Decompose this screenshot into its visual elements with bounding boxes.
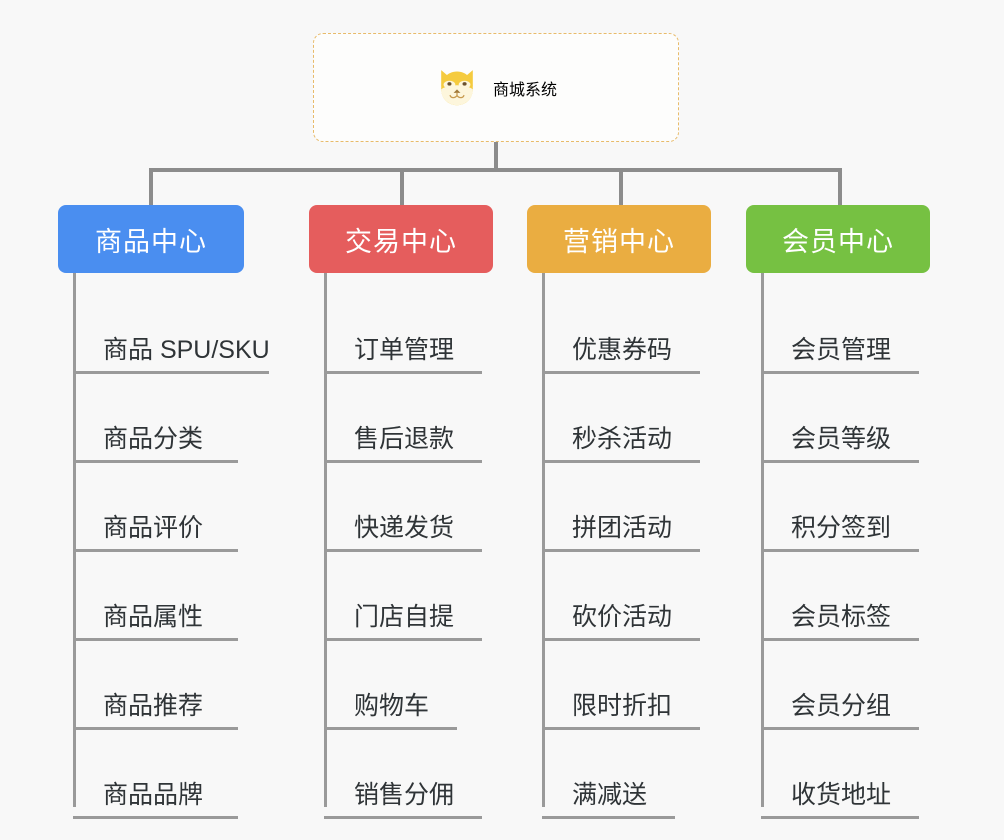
leaf-item[interactable]: 会员标签 bbox=[761, 552, 919, 641]
leaf-item[interactable]: 拼团活动 bbox=[542, 463, 700, 552]
column-member-center: 会员中心 会员管理 会员等级 积分签到 会员标签 会员分组 收货地址 bbox=[746, 205, 930, 819]
leaf-item[interactable]: 砍价活动 bbox=[542, 552, 700, 641]
leaf-label: 商品分类 bbox=[103, 425, 204, 454]
leaf-label: 限时折扣 bbox=[572, 692, 673, 721]
category-label: 商品中心 bbox=[95, 226, 207, 257]
leaf-spine bbox=[73, 273, 76, 807]
leaf-item[interactable]: 商品推荐 bbox=[73, 641, 238, 730]
connector-drop-trade-center bbox=[400, 168, 404, 208]
leaf-label: 会员分组 bbox=[791, 692, 892, 721]
leaf-label: 商品 SPU/SKU bbox=[103, 336, 270, 365]
leaf-list-product-center: 商品 SPU/SKU 商品分类 商品评价 商品属性 商品推荐 商品品牌 bbox=[73, 273, 270, 819]
leaf-item[interactable]: 优惠券码 bbox=[542, 285, 700, 374]
leaf-label: 订单管理 bbox=[354, 336, 455, 365]
leaf-label: 会员等级 bbox=[791, 425, 892, 454]
category-label: 营销中心 bbox=[563, 226, 675, 257]
leaf-item[interactable]: 会员分组 bbox=[761, 641, 919, 730]
leaf-label: 商品推荐 bbox=[103, 692, 204, 721]
leaf-item[interactable]: 商品 SPU/SKU bbox=[73, 285, 270, 374]
category-label: 会员中心 bbox=[782, 226, 894, 257]
leaf-item[interactable]: 售后退款 bbox=[324, 374, 482, 463]
leaf-item[interactable]: 商品品牌 bbox=[73, 730, 238, 819]
leaf-label: 拼团活动 bbox=[572, 514, 673, 543]
connector-drop-marketing-center bbox=[619, 168, 623, 208]
leaf-list-member-center: 会员管理 会员等级 积分签到 会员标签 会员分组 收货地址 bbox=[761, 273, 930, 819]
leaf-item[interactable]: 订单管理 bbox=[324, 285, 482, 374]
root-node[interactable]: 商城系统 bbox=[313, 33, 679, 142]
leaf-spine bbox=[761, 273, 764, 807]
connector-drop-member-center bbox=[838, 168, 842, 208]
leaf-label: 购物车 bbox=[354, 692, 430, 721]
leaf-item[interactable]: 快递发货 bbox=[324, 463, 482, 552]
category-header-trade-center[interactable]: 交易中心 bbox=[309, 205, 493, 273]
leaf-label: 会员标签 bbox=[791, 603, 892, 632]
column-trade-center: 交易中心 订单管理 售后退款 快递发货 门店自提 购物车 销售分佣 bbox=[309, 205, 493, 819]
column-marketing-center: 营销中心 优惠券码 秒杀活动 拼团活动 砍价活动 限时折扣 满减送 bbox=[527, 205, 711, 819]
leaf-label: 满减送 bbox=[572, 781, 648, 810]
column-product-center: 商品中心 商品 SPU/SKU 商品分类 商品评价 商品属性 商品推荐 商品品牌 bbox=[58, 205, 270, 819]
connector-drop-product-center bbox=[149, 168, 153, 208]
leaf-item[interactable]: 商品属性 bbox=[73, 552, 238, 641]
leaf-label: 秒杀活动 bbox=[572, 425, 673, 454]
leaf-label: 会员管理 bbox=[791, 336, 892, 365]
leaf-label: 商品属性 bbox=[103, 603, 204, 632]
leaf-item[interactable]: 会员等级 bbox=[761, 374, 919, 463]
leaf-item[interactable]: 会员管理 bbox=[761, 285, 919, 374]
leaf-label: 砍价活动 bbox=[572, 603, 673, 632]
category-label: 交易中心 bbox=[345, 226, 457, 257]
connector-horizontal-bus bbox=[149, 168, 841, 172]
leaf-spine bbox=[542, 273, 545, 807]
leaf-spine bbox=[324, 273, 327, 807]
leaf-item[interactable]: 满减送 bbox=[542, 730, 675, 819]
category-header-marketing-center[interactable]: 营销中心 bbox=[527, 205, 711, 273]
leaf-label: 门店自提 bbox=[354, 603, 455, 632]
leaf-list-trade-center: 订单管理 售后退款 快递发货 门店自提 购物车 销售分佣 bbox=[324, 273, 493, 819]
leaf-item[interactable]: 限时折扣 bbox=[542, 641, 700, 730]
leaf-label: 优惠券码 bbox=[572, 336, 673, 365]
leaf-label: 商品品牌 bbox=[103, 781, 204, 810]
connector-root-stem bbox=[494, 142, 498, 170]
leaf-label: 销售分佣 bbox=[354, 781, 455, 810]
shiba-dog-icon bbox=[441, 69, 473, 105]
leaf-label: 积分签到 bbox=[791, 514, 892, 543]
leaf-item[interactable]: 销售分佣 bbox=[324, 730, 482, 819]
leaf-item[interactable]: 秒杀活动 bbox=[542, 374, 700, 463]
leaf-label: 快递发货 bbox=[354, 514, 455, 543]
category-header-product-center[interactable]: 商品中心 bbox=[58, 205, 244, 273]
leaf-item[interactable]: 商品分类 bbox=[73, 374, 238, 463]
leaf-item[interactable]: 收货地址 bbox=[761, 730, 919, 819]
category-header-member-center[interactable]: 会员中心 bbox=[746, 205, 930, 273]
leaf-item[interactable]: 门店自提 bbox=[324, 552, 482, 641]
leaf-list-marketing-center: 优惠券码 秒杀活动 拼团活动 砍价活动 限时折扣 满减送 bbox=[542, 273, 711, 819]
leaf-item[interactable]: 积分签到 bbox=[761, 463, 919, 552]
leaf-item[interactable]: 购物车 bbox=[324, 641, 457, 730]
leaf-item[interactable]: 商品评价 bbox=[73, 463, 238, 552]
leaf-label: 收货地址 bbox=[791, 781, 892, 810]
leaf-label: 商品评价 bbox=[103, 514, 204, 543]
root-title: 商城系统 bbox=[492, 81, 557, 99]
leaf-label: 售后退款 bbox=[354, 425, 455, 454]
